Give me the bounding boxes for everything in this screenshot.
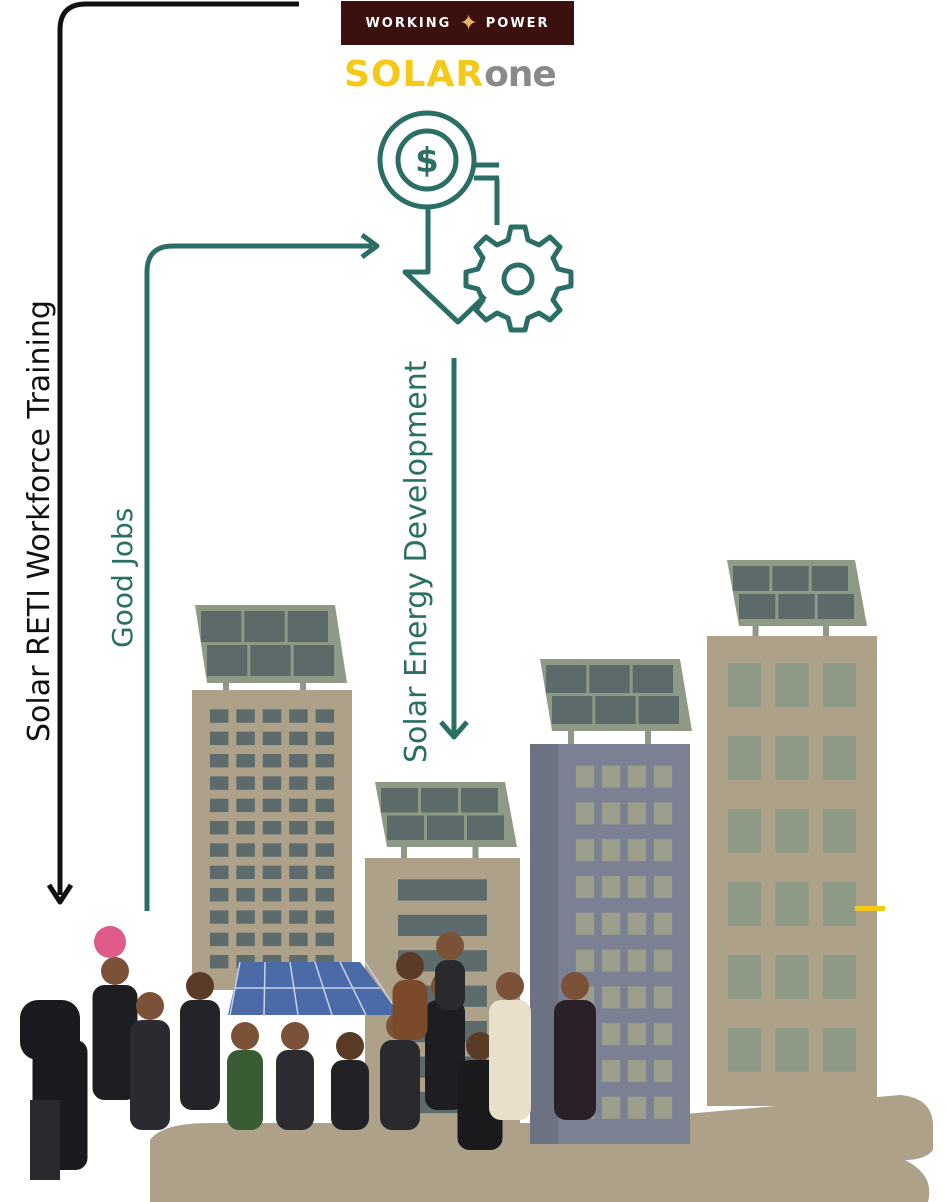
solar-panel-icon bbox=[540, 659, 692, 753]
trainee-figure bbox=[30, 1100, 60, 1180]
working-power-logo: WORKING ✦ POWER bbox=[341, 1, 574, 45]
workforce-arrow-icon bbox=[46, 1, 299, 905]
trainee-figure bbox=[20, 1000, 80, 1060]
trainee-figure bbox=[180, 972, 220, 1110]
dollar-coin-icon: $ bbox=[377, 110, 499, 210]
pink-hood bbox=[94, 926, 126, 958]
good-jobs-arrow-icon bbox=[144, 232, 380, 911]
building-left bbox=[192, 690, 352, 990]
down-arrow-outline-icon bbox=[402, 179, 500, 325]
trainee-figure bbox=[92, 957, 138, 1100]
building-slate-side bbox=[530, 744, 558, 1144]
solar-panel-icon bbox=[195, 605, 347, 705]
trainee-figure bbox=[392, 952, 428, 1040]
trainee-figure bbox=[227, 1022, 263, 1130]
trainee-figure bbox=[331, 1032, 369, 1130]
solar-panel-icon bbox=[727, 560, 867, 648]
solar-panel-icon bbox=[375, 782, 517, 869]
trainee-figure bbox=[554, 972, 596, 1120]
solarone-solar-text: SOLAR bbox=[344, 54, 485, 95]
gear-icon bbox=[463, 224, 574, 333]
solar-energy-development-label: Solar Energy Development bbox=[399, 360, 434, 763]
trainee-figure bbox=[276, 1022, 314, 1130]
solarone-logo: SOLARone bbox=[344, 55, 579, 95]
building-right bbox=[707, 636, 877, 1106]
trainee-figure bbox=[489, 972, 531, 1120]
workforce-training-label: Solar RETI Workforce Training bbox=[22, 300, 57, 742]
solarone-one-text: one bbox=[484, 54, 557, 95]
development-arrow-icon bbox=[439, 358, 469, 740]
sparkle-icon: ✦ bbox=[459, 10, 478, 36]
ground-shape bbox=[150, 1095, 934, 1202]
good-jobs-label: Good Jobs bbox=[106, 507, 139, 648]
svg-text:$: $ bbox=[415, 141, 439, 181]
yellow-accent bbox=[855, 906, 885, 911]
trainee-figure bbox=[130, 992, 170, 1130]
working-power-right-text: POWER bbox=[485, 15, 550, 31]
trainees-group-photo bbox=[20, 926, 596, 1180]
working-power-left-text: WORKING bbox=[365, 15, 452, 31]
trainee-figure bbox=[435, 932, 465, 1010]
